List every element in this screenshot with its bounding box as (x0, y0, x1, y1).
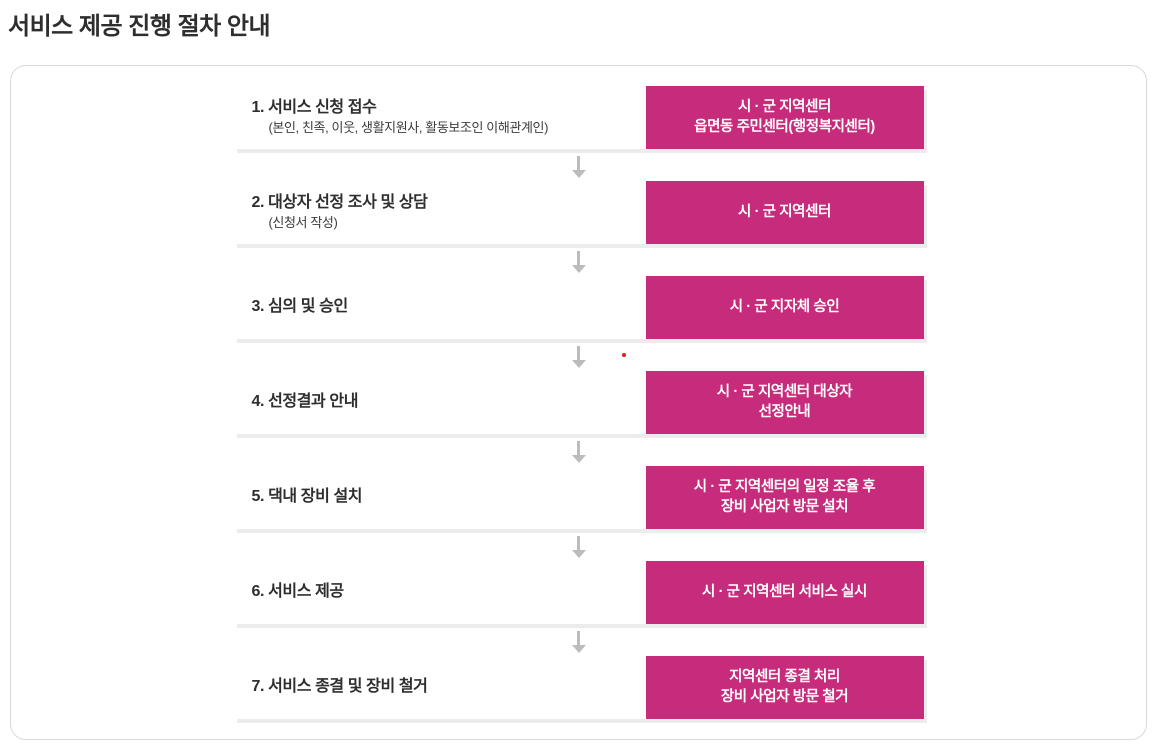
step-label-box: 6. 서비스 제공 (233, 561, 646, 624)
down-arrow-icon (571, 247, 586, 273)
step-subtitle: (본인, 친족, 이웃, 생활지원사, 활동보조인 이해관계인) (268, 120, 549, 136)
step-title: 5. 댁내 장비 설치 (251, 488, 363, 506)
down-arrow-head (571, 170, 586, 178)
down-arrow-head (571, 645, 586, 653)
agency-line-1: 시 · 군 지역센터 서비스 실시 (702, 583, 867, 600)
step-title: 7. 서비스 종결 및 장비 철거 (251, 678, 428, 696)
down-arrow-head (571, 550, 586, 558)
step-row: 1. 서비스 신청 접수 (본인, 친족, 이웃, 생활지원사, 활동보조인 이… (233, 86, 924, 149)
down-arrow-icon (571, 437, 586, 463)
step-agency-box: 시 · 군 지역센터의 일정 조율 후 장비 사업자 방문 설치 (645, 466, 924, 529)
step-title: 4. 선정결과 안내 (251, 393, 359, 411)
step-row: 4. 선정결과 안내 시 · 군 지역센터 대상자 선정안내 (233, 371, 924, 434)
step-label-box: 5. 댁내 장비 설치 (233, 466, 646, 529)
down-arrow-icon (571, 152, 586, 178)
agency-line-1: 시 · 군 지역센터 (738, 203, 831, 220)
step-row: 7. 서비스 종결 및 장비 철거 지역센터 종결 처리 장비 사업자 방문 철… (233, 656, 924, 719)
agency-line-2: 장비 사업자 방문 철거 (720, 688, 849, 705)
arrow-gap (234, 149, 924, 181)
page-title: 서비스 제공 진행 절차 안내 (8, 13, 271, 40)
step-label-box: 2. 대상자 선정 조사 및 상담 (신청서 작성) (233, 181, 646, 244)
step-agency-box: 시 · 군 지역센터 (645, 181, 924, 244)
arrow-gap (234, 339, 924, 371)
down-arrow-head (571, 265, 586, 273)
step-agency-box: 시 · 군 지역센터 읍면동 주민센터(행정복지센터) (645, 86, 924, 149)
agency-line-1: 지역센터 종결 처리 (729, 668, 840, 685)
step-row: 5. 댁내 장비 설치 시 · 군 지역센터의 일정 조율 후 장비 사업자 방… (233, 466, 924, 529)
procedure-flow-panel: 1. 서비스 신청 접수 (본인, 친족, 이웃, 생활지원사, 활동보조인 이… (10, 65, 1147, 740)
stray-red-dot (622, 353, 626, 357)
step-label-box: 7. 서비스 종결 및 장비 철거 (233, 656, 646, 719)
agency-line-2: 읍면동 주민센터(행정복지센터) (694, 118, 875, 135)
down-arrow-head (571, 360, 586, 368)
step-title: 3. 심의 및 승인 (251, 298, 349, 316)
down-arrow-stem (577, 536, 580, 550)
down-arrow-icon (571, 342, 586, 368)
step-label-box: 3. 심의 및 승인 (233, 276, 646, 339)
step-title: 2. 대상자 선정 조사 및 상담 (251, 193, 428, 211)
down-arrow-stem (577, 631, 580, 645)
down-arrow-icon (571, 627, 586, 653)
step-agency-box: 시 · 군 지역센터 서비스 실시 (645, 561, 924, 624)
down-arrow-stem (577, 346, 580, 360)
agency-line-1: 시 · 군 지역센터 대상자 (716, 383, 853, 400)
down-arrow-head (571, 455, 586, 463)
step-subtitle: (신청서 작성) (268, 215, 338, 231)
step-label-box: 1. 서비스 신청 접수 (본인, 친족, 이웃, 생활지원사, 활동보조인 이… (233, 86, 646, 149)
step-label-box: 4. 선정결과 안내 (233, 371, 646, 434)
step-row: 3. 심의 및 승인 시 · 군 지자체 승인 (233, 276, 924, 339)
agency-line-2: 장비 사업자 방문 설치 (720, 498, 849, 515)
step-agency-box: 시 · 군 지자체 승인 (645, 276, 924, 339)
agency-line-1: 시 · 군 지자체 승인 (729, 298, 840, 315)
step-row: 2. 대상자 선정 조사 및 상담 (신청서 작성) 시 · 군 지역센터 (233, 181, 924, 244)
step-title: 1. 서비스 신청 접수 (251, 98, 377, 116)
down-arrow-stem (577, 156, 580, 170)
agency-line-2: 선정안내 (758, 403, 811, 420)
step-title: 6. 서비스 제공 (251, 583, 345, 601)
arrow-gap (234, 434, 924, 466)
down-arrow-stem (577, 441, 580, 455)
step-agency-box: 시 · 군 지역센터 대상자 선정안내 (645, 371, 924, 434)
step-agency-box: 지역센터 종결 처리 장비 사업자 방문 철거 (645, 656, 924, 719)
arrow-gap (234, 529, 924, 561)
agency-line-1: 시 · 군 지역센터의 일정 조율 후 (693, 478, 876, 495)
agency-line-1: 시 · 군 지역센터 (738, 98, 831, 115)
steps-list: 1. 서비스 신청 접수 (본인, 친족, 이웃, 생활지원사, 활동보조인 이… (233, 86, 924, 719)
arrow-gap (234, 624, 924, 656)
down-arrow-icon (571, 532, 586, 558)
step-row: 6. 서비스 제공 시 · 군 지역센터 서비스 실시 (233, 561, 924, 624)
down-arrow-stem (577, 251, 580, 265)
arrow-gap (234, 244, 924, 276)
